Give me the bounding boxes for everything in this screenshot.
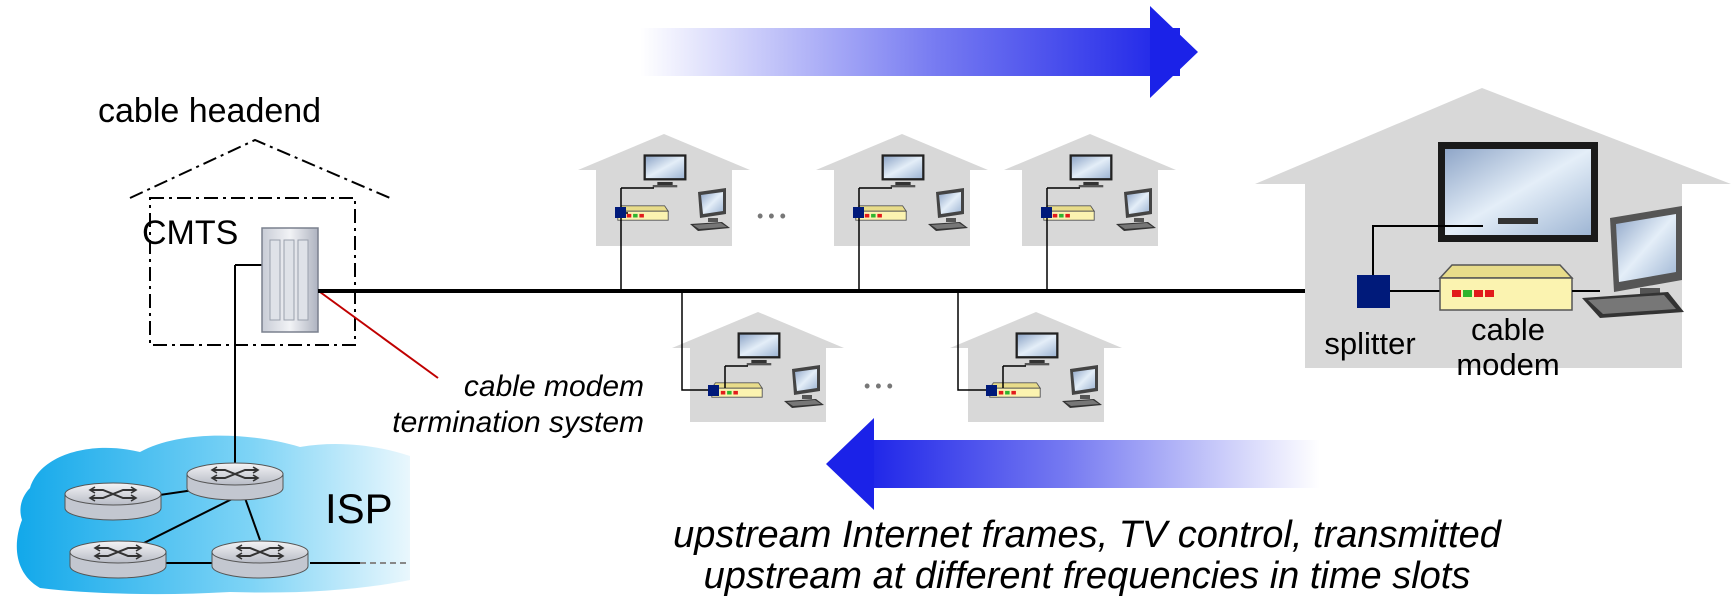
cmts-label: CMTS: [142, 214, 238, 252]
isp-label: ISP: [325, 485, 393, 532]
cable-modem-icon: [1438, 264, 1574, 311]
cable-headend-house: [129, 138, 391, 346]
house-upper-1: [578, 134, 750, 291]
router-icon: [69, 540, 167, 579]
cmts-pointer: [319, 291, 439, 379]
house-lower-1: [672, 291, 844, 422]
upstream-caption-line2: upstream at different frequencies in tim…: [704, 555, 1471, 597]
router-icon: [64, 482, 162, 521]
tv-cable: [1372, 225, 1483, 275]
headend-label: cable headend: [98, 92, 321, 130]
downstream-arrow: [640, 6, 1198, 98]
router-icon: [211, 540, 309, 579]
splitter-icon: [1357, 275, 1390, 308]
computer-icon: [1582, 206, 1684, 318]
splitter-label: splitter: [1324, 326, 1415, 361]
router-icon: [186, 462, 284, 501]
cmts-rack-icon: [261, 227, 319, 333]
upstream-arrow: [826, 418, 1320, 510]
upstream-caption-line1: upstream Internet frames, TV control, tr…: [673, 514, 1503, 556]
house-upper-2: [816, 134, 988, 291]
ellipsis-upper: • • •: [757, 206, 786, 226]
modem-label-line1: cable: [1471, 312, 1545, 347]
cmts-description-line1: cable modem: [464, 370, 644, 403]
ellipsis-lower: • • •: [864, 376, 893, 396]
house-lower-2: [950, 291, 1122, 422]
house-upper-3: [1004, 134, 1176, 291]
cmts-description-line2: termination system: [392, 406, 644, 439]
modem-label-line2: modem: [1456, 347, 1559, 382]
